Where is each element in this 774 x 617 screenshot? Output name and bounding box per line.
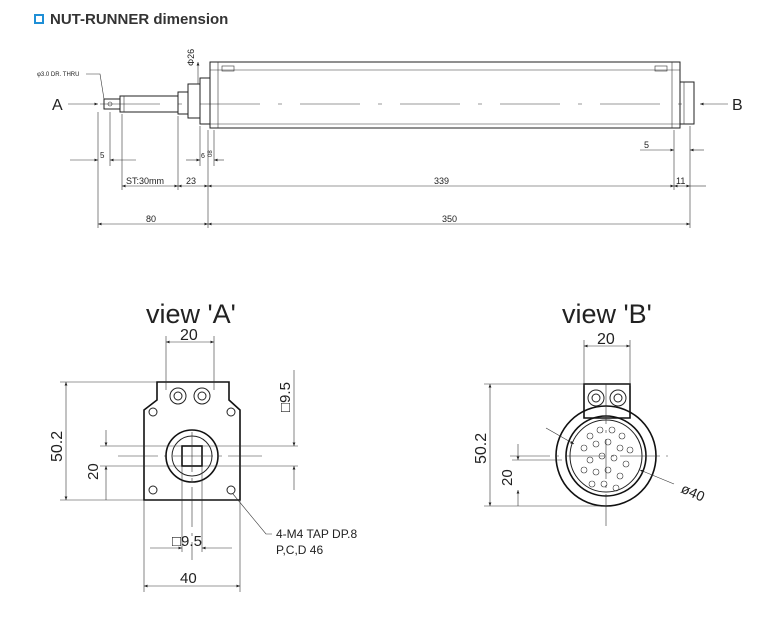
view-a-dim-sq-9-5-bottom: □9.5 [172, 533, 202, 550]
note-hole: φ3.0 DR. THRU [37, 72, 79, 78]
label-b: B [732, 97, 743, 114]
square-drive [103, 98, 121, 110]
view-a: view 'A' 20 50.2 20 [49, 299, 357, 592]
view-b-lug [583, 383, 631, 419]
view-a-dim-20-left: 20 [85, 463, 102, 480]
front-flange [199, 77, 211, 125]
side-view: φ3.0 DR. THRU Φ26 A B 5 6 08 5 ST:30mm [37, 49, 743, 228]
dim-5-right: 5 [644, 140, 649, 150]
view-b-dim-20-left: 20 [499, 469, 516, 486]
view-b-dim-dia-40: ø40 [679, 480, 708, 505]
dim-08: 08 [208, 150, 214, 157]
view-b-title: view 'B' [562, 299, 652, 329]
section-header: NUT-RUNNER dimension [34, 8, 228, 30]
dim-350: 350 [442, 214, 457, 224]
label-a: A [52, 97, 63, 114]
view-b-dim-20-top: 20 [597, 331, 615, 348]
view-a-title: view 'A' [146, 299, 236, 329]
view-a-dim-sq-9-5-right: □9.5 [277, 382, 294, 412]
dim-6: 6 [201, 153, 205, 160]
main-body [209, 61, 681, 129]
end-cap [679, 81, 695, 125]
view-a-dim-20-top: 20 [180, 327, 198, 344]
dim-5-left: 5 [100, 151, 105, 160]
view-a-note-pcd: P,C,D 46 [276, 543, 323, 557]
view-a-note-tap: 4-M4 TAP DP.8 [276, 527, 357, 541]
view-b-connector-pins [580, 426, 634, 492]
view-a-dim-50-2: 50.2 [49, 431, 66, 462]
view-b: view 'B' 20 50.2 [473, 299, 708, 526]
dim-dia-26: Φ26 [186, 49, 196, 66]
dim-80: 80 [146, 214, 156, 224]
view-b-dim-50-2: 50.2 [473, 433, 490, 464]
dim-339: 339 [434, 176, 449, 186]
dim-stroke: ST:30mm [126, 176, 164, 186]
dim-11: 11 [676, 176, 685, 186]
view-a-dim-40: 40 [180, 570, 197, 587]
square-bullet-icon [34, 14, 44, 24]
section-title: NUT-RUNNER dimension [50, 10, 229, 28]
dim-23: 23 [186, 176, 196, 186]
